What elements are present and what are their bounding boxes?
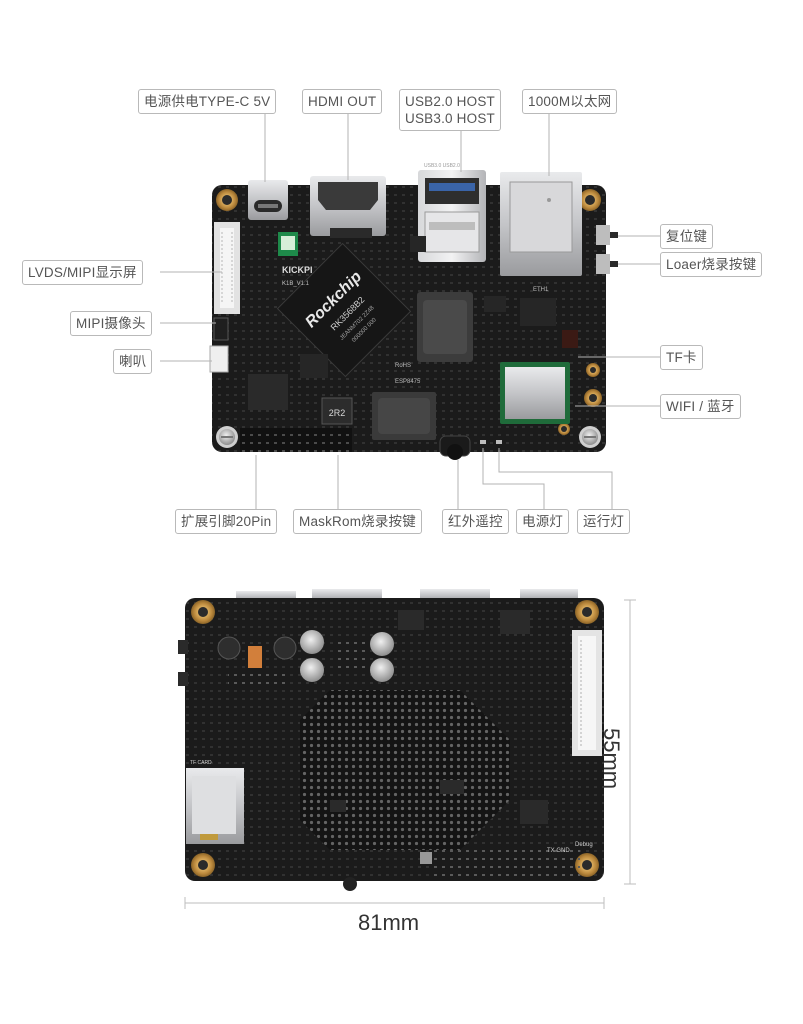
callout-lvds: LVDS/MIPI显示屏: [22, 260, 143, 285]
silk-tf: TF CARD: [190, 760, 212, 766]
callout-hdmi: HDMI OUT: [302, 89, 383, 114]
hdmi-port: [310, 176, 386, 238]
soc-chip: Rockchip RK3568B2 JEANM702 2Z48 000000 0…: [276, 242, 412, 378]
silk-tx: TX GND: [547, 848, 570, 854]
callout-power-led: 电源灯: [516, 509, 570, 534]
tf-card-slot: [186, 768, 244, 844]
silk-model: K1B_V1.1: [282, 281, 310, 287]
dimension-width: 81mm: [358, 910, 420, 935]
callout-usb-line1: USB2.0 HOST: [405, 94, 495, 109]
top-mount-holes: [216, 189, 602, 448]
silk-brand: KICKPI: [282, 265, 313, 275]
callout-ethernet: 1000M以太网: [522, 89, 618, 114]
loader-button-body: [596, 254, 610, 274]
lvds-connector: [214, 222, 240, 314]
dimension-height: 55mm: [599, 728, 624, 790]
callout-speaker: 喇叭: [113, 349, 153, 374]
callout-camera: MIPI摄像头: [70, 311, 152, 336]
silk-eth: ETH1: [533, 287, 549, 293]
silk-usb: USB3.0 USB2.0: [424, 163, 460, 169]
usb-ports: [418, 170, 486, 262]
callout-gpio: 扩展引脚20Pin: [175, 509, 278, 534]
callout-usb: USB2.0 HOST USB3.0 HOST: [399, 89, 501, 131]
silk-part: ESP8475: [395, 379, 421, 385]
silk-rohs: RoHS: [395, 363, 411, 369]
bottom-board: TF CARD TX GND Debug: [178, 589, 604, 891]
speaker-connector: [209, 345, 229, 373]
top-board: Rockchip RK3568B2 JEANM702 2Z48 000000 0…: [209, 163, 618, 460]
top-leader-lines: [160, 114, 660, 510]
wifi-module: [500, 362, 570, 424]
reset-button-body: [596, 225, 610, 245]
callout-loader: Loaer烧录按键: [660, 252, 763, 277]
silk-inductor: 2R2: [329, 408, 346, 418]
silk-debug: Debug: [575, 842, 593, 848]
dimension-lines: [184, 599, 636, 909]
callout-tf: TF卡: [660, 345, 703, 370]
callout-ir: 红外遥控: [442, 509, 509, 534]
callout-power: 电源供电TYPE-C 5V: [138, 89, 277, 114]
callout-reset: 复位键: [660, 224, 714, 249]
callout-run-led: 运行灯: [577, 509, 631, 534]
callout-usb-line2: USB3.0 HOST: [405, 111, 495, 126]
ethernet-port: [500, 172, 582, 276]
usb-c-port: [248, 180, 288, 220]
callout-wifi: WIFI / 蓝牙: [660, 394, 741, 419]
inductor: [321, 397, 353, 425]
callout-maskrom: MaskRom烧录按键: [293, 509, 422, 534]
gpio-header: [240, 428, 352, 452]
